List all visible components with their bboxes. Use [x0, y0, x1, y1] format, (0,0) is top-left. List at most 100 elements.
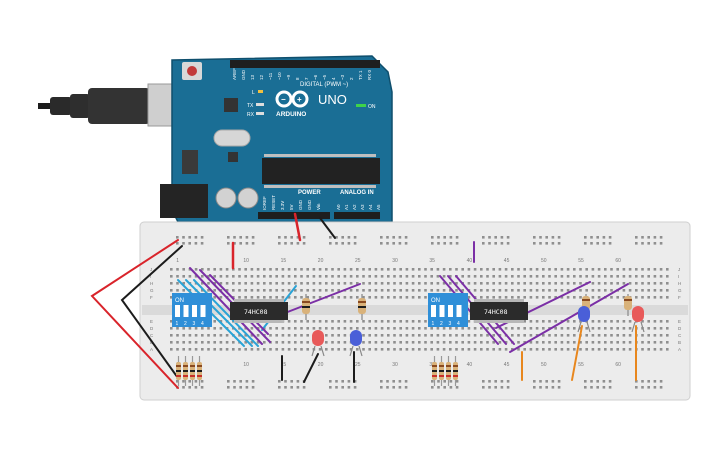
- dip-lever[interactable]: [175, 305, 180, 317]
- row-letter: F: [678, 295, 681, 300]
- column-number: 45: [504, 362, 510, 368]
- pin-label: A4: [368, 204, 373, 210]
- dip-position-number: 3: [193, 321, 196, 327]
- digital-header: [230, 60, 380, 68]
- chip-2: 74HC08: [470, 299, 528, 323]
- column-number: 40: [467, 258, 473, 264]
- dip-position-number: 1: [432, 321, 435, 327]
- resistor-band: [190, 365, 195, 367]
- resistor-band: [446, 375, 451, 377]
- capacitor: [215, 187, 237, 209]
- resistor-band: [176, 370, 181, 372]
- column-number: 60: [615, 362, 621, 368]
- dip-lever[interactable]: [448, 305, 453, 317]
- row-letter: H: [678, 281, 681, 286]
- resistor-band: [176, 365, 181, 367]
- resistor-band: [439, 370, 444, 372]
- pin-label: A5: [376, 204, 381, 210]
- pin-label: ~5: [322, 74, 327, 80]
- chip-1: 74HC08: [230, 299, 288, 323]
- l-led: [258, 90, 263, 93]
- resistor-band: [446, 370, 451, 372]
- resistor-band: [439, 365, 444, 367]
- row-letter: D: [678, 326, 682, 331]
- tx-label: TX: [247, 103, 254, 109]
- power-header: [258, 212, 330, 219]
- pin-label: ~3: [340, 74, 345, 80]
- row-letter: G: [150, 288, 154, 293]
- pin-label: RX 0: [367, 69, 372, 80]
- dip-lever[interactable]: [192, 305, 197, 317]
- on-label: ON: [368, 104, 376, 110]
- wire-black-left: [120, 245, 183, 379]
- wire-5v: [293, 212, 302, 242]
- chip-label: 74HC08: [244, 308, 268, 316]
- column-number: 15: [281, 258, 287, 264]
- breadboard: 1110101515202025253030353540404545505055…: [139, 221, 691, 401]
- pin-label: A0: [336, 204, 341, 210]
- column-number: 60: [615, 258, 621, 264]
- dip-position-number: 4: [201, 321, 204, 327]
- dip-lever[interactable]: [431, 305, 436, 317]
- pin-label: IOREF: [262, 196, 267, 210]
- resistor: [624, 294, 632, 316]
- pin-label: 8: [295, 77, 300, 80]
- row-letter: A: [150, 347, 153, 352]
- column-number: 30: [392, 362, 398, 368]
- resistor-band: [183, 370, 188, 372]
- resistor-band: [453, 375, 458, 377]
- column-number: 50: [541, 362, 547, 368]
- row-letter: J: [678, 267, 680, 272]
- digital-label: DIGITAL (PWM ~): [300, 82, 348, 88]
- resistor-band: [439, 375, 444, 377]
- arduino-brand: ARDUINO: [276, 111, 306, 118]
- leds: [311, 306, 645, 357]
- resistor-band: [183, 365, 188, 367]
- column-number: 45: [504, 258, 510, 264]
- pin-label: A2: [352, 204, 357, 210]
- row-letter: A: [678, 347, 681, 352]
- pin-label: A1: [344, 204, 349, 210]
- resistor-band: [197, 365, 202, 367]
- dip-lever[interactable]: [456, 305, 462, 317]
- row-letter: E: [678, 319, 681, 324]
- column-number: 25: [355, 362, 361, 368]
- pin-label: 5V: [289, 204, 294, 210]
- l-led-label: L: [252, 90, 255, 96]
- pin-label: 13: [250, 74, 255, 80]
- dip-lever[interactable]: [439, 305, 445, 317]
- resistor-bank-1: [176, 356, 202, 386]
- row-letter: E: [150, 319, 153, 324]
- resistor-band: [453, 365, 458, 367]
- column-number: 10: [243, 258, 249, 264]
- pin-label: GND: [241, 69, 246, 80]
- led-blue-1: [349, 330, 363, 357]
- dip-lever[interactable]: [200, 305, 206, 317]
- pin-label: TX 1: [358, 70, 363, 80]
- analog-header: [334, 212, 380, 219]
- dip-position-number: 2: [440, 321, 443, 327]
- resistor-band: [453, 370, 458, 372]
- resistor: [358, 294, 366, 320]
- analog-label: ANALOG IN: [340, 190, 374, 196]
- svg-text:−: −: [281, 95, 286, 104]
- pin-label: 3.3V: [280, 201, 285, 210]
- dip-lever[interactable]: [183, 305, 189, 317]
- led-red-2: [631, 306, 645, 333]
- row-letter: I: [150, 274, 151, 279]
- pin-label: ~10: [277, 72, 282, 80]
- wires: [90, 212, 637, 389]
- rx-label: RX: [247, 112, 255, 118]
- led-blue-2: [577, 306, 591, 333]
- power-jack: [160, 184, 208, 218]
- dip-position-number: 1: [176, 321, 179, 327]
- column-number: 15: [281, 362, 287, 368]
- pin-label: Vin: [316, 203, 321, 210]
- atmega-chip: [262, 158, 380, 184]
- resistors: [176, 294, 632, 386]
- resistor-band: [190, 375, 195, 377]
